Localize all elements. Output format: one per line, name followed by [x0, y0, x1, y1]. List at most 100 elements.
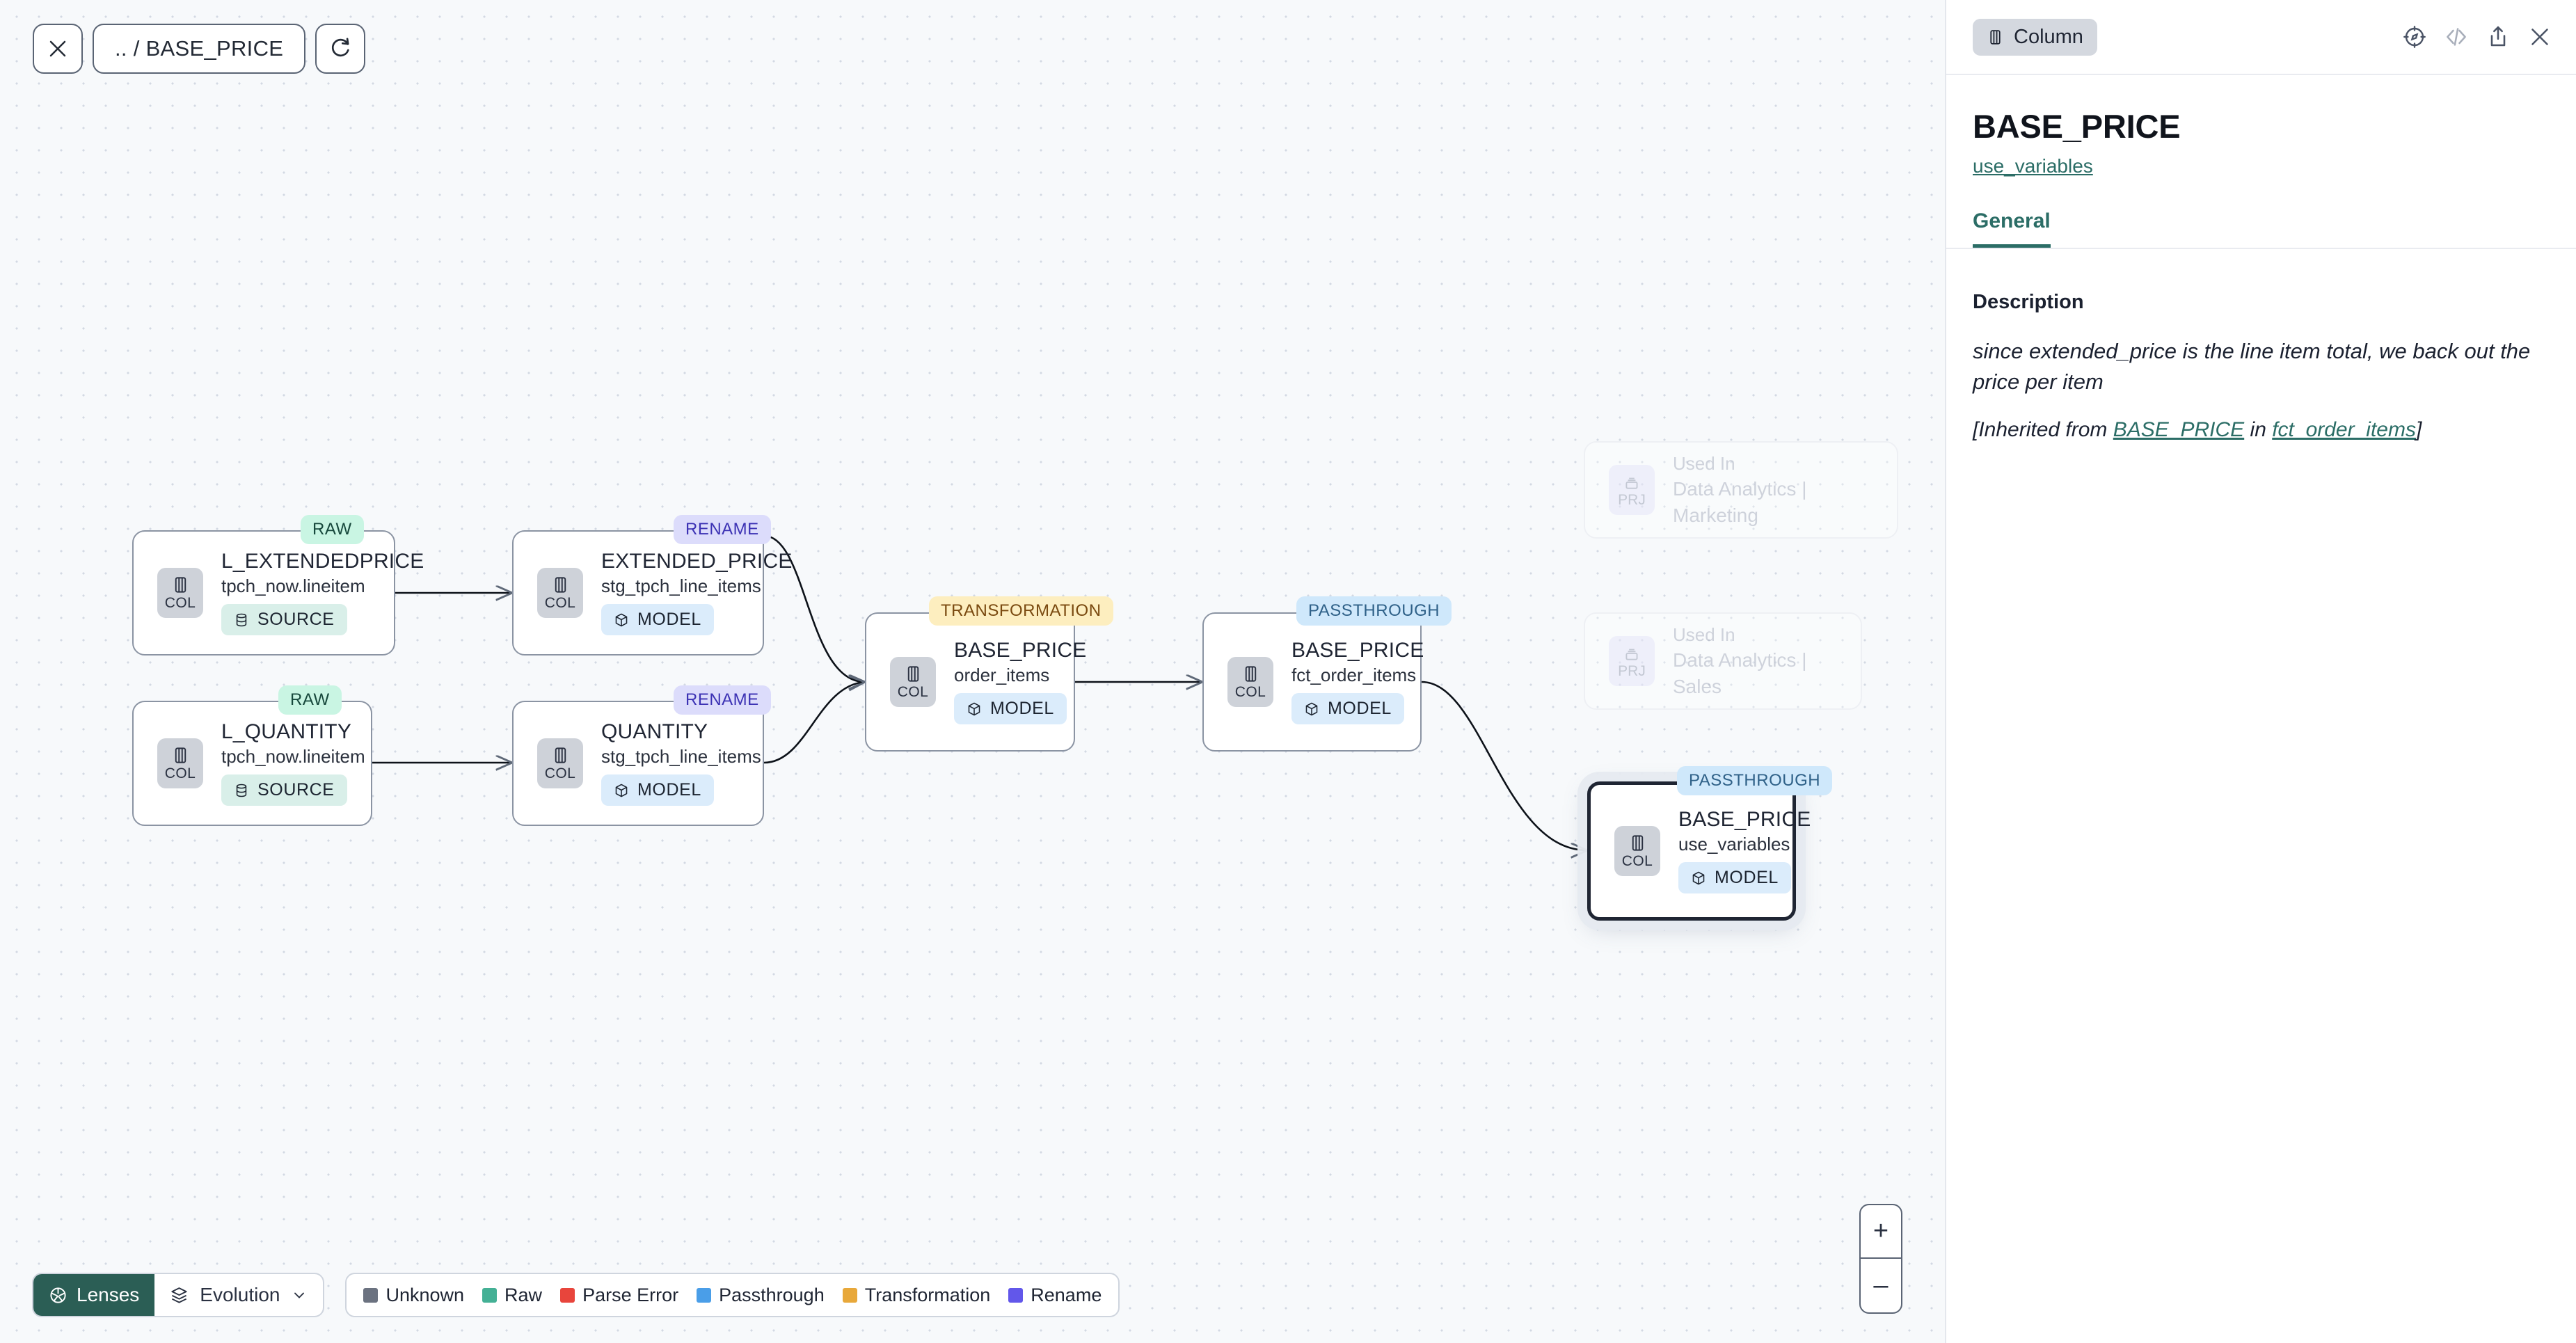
zoom-out-button[interactable]: – [1873, 1271, 1889, 1300]
column-icon [1632, 835, 1643, 851]
legend-swatch [482, 1287, 498, 1303]
node-body: BASE_PRICE use_variables MODEL [1678, 809, 1811, 894]
legend-item-unknown[interactable]: Unknown [363, 1285, 464, 1306]
evolution-dropdown[interactable]: Evolution [154, 1274, 323, 1316]
aperture-icon [50, 1287, 66, 1303]
close-graph-button[interactable] [33, 24, 83, 74]
cube-icon [968, 702, 980, 716]
node-tag-passthrough: PASSTHROUGH [1677, 766, 1833, 795]
legend-item-parse-error[interactable]: Parse Error [560, 1285, 678, 1306]
column-icon [175, 577, 186, 593]
legend-item-transformation[interactable]: Transformation [842, 1285, 990, 1306]
inherited-column-link[interactable]: BASE_PRICE [2113, 418, 2245, 442]
cube-icon [1305, 702, 1318, 716]
node-subtitle: use_variables [1678, 834, 1790, 855]
column-type-badge: COL [157, 738, 203, 788]
graph-node-base-price-order-items[interactable]: COL BASE_PRICE order_items MODEL TRANSFO… [865, 596, 1113, 752]
code-icon [2447, 28, 2466, 46]
node-tag-passthrough: PASSTHROUGH [1296, 596, 1452, 626]
cube-icon [615, 784, 628, 797]
node-subtitle: tpch_now.lineitem [221, 575, 365, 597]
inherited-suffix: ] [2415, 418, 2422, 442]
node-tag-rename: RENAME [674, 515, 771, 544]
entity-kind-badge[interactable]: Column [1973, 18, 2097, 56]
column-type-label: COL [1621, 853, 1653, 869]
node-kind-label: SOURCE [257, 780, 335, 800]
legend-label: Parse Error [582, 1284, 679, 1305]
code-button[interactable] [2444, 24, 2469, 49]
node-tag-label: RAW [312, 520, 352, 539]
lenses-group: Lenses Evolution [32, 1273, 325, 1317]
details-panel: Column [1945, 0, 2576, 1343]
legend-label: Rename [1031, 1284, 1102, 1305]
node-title: BASE_PRICE [1678, 807, 1811, 831]
compass-button[interactable] [2402, 24, 2427, 49]
inherited-note: [Inherited from BASE_PRICE in fct_order_… [1973, 415, 2550, 445]
refresh-button[interactable] [315, 24, 366, 74]
node-tag-rename: RENAME [674, 685, 771, 715]
legend-item-raw[interactable]: Raw [482, 1285, 542, 1306]
database-icon [236, 784, 247, 797]
column-type-label: COL [544, 595, 576, 611]
close-icon [2531, 29, 2548, 45]
node-tag-label: RENAME [685, 520, 759, 539]
node-subtitle: fct_order_items [1291, 665, 1417, 686]
column-type-badge: COL [890, 657, 936, 707]
legend-label: Raw [504, 1284, 543, 1305]
graph-node-l-quantity[interactable]: COL L_QUANTITY tpch_now.lineitem SOURCE … [132, 685, 372, 826]
evolution-label: Evolution [200, 1284, 280, 1305]
project-type-badge: PRJ [1609, 636, 1655, 686]
inherited-model-link[interactable]: fct_order_items [2272, 418, 2416, 442]
parent-model-link[interactable]: use_variables [1973, 155, 2093, 177]
column-type-badge: COL [537, 568, 583, 618]
close-panel-button[interactable] [2527, 24, 2552, 49]
used-in-body: Used In Data Analytics | Sales [1673, 623, 1861, 700]
column-type-label: COL [164, 765, 196, 781]
breadcrumb[interactable]: .. / BASE_PRICE [93, 24, 306, 74]
column-icon [175, 747, 186, 763]
legend-label: Unknown [385, 1284, 465, 1305]
node-tag-raw: RAW [301, 515, 364, 544]
lenses-button[interactable]: Lenses [33, 1274, 155, 1316]
breadcrumb-label: .. / BASE_PRICE [115, 36, 284, 61]
node-subtitle: stg_tpch_line_items [601, 746, 761, 768]
tab-general[interactable]: General [1973, 209, 2051, 248]
node-kind-label: MODEL [1328, 699, 1392, 719]
column-type-label: COL [1234, 684, 1266, 700]
used-in-body: Used In Data Analytics | Marketing [1673, 452, 1897, 529]
node-tag-label: RENAME [685, 690, 759, 709]
node-tag-label: TRANSFORMATION [941, 601, 1102, 620]
node-subtitle: stg_tpch_line_items [601, 575, 761, 597]
page-title: BASE_PRICE [1973, 108, 2181, 145]
share-button[interactable] [2486, 24, 2511, 49]
graph-node-extended-price[interactable]: COL EXTENDED_PRICE stg_tpch_line_items M… [512, 515, 792, 655]
node-body: EXTENDED_PRICE stg_tpch_line_items MODEL [601, 550, 793, 636]
description-text: since extended_price is the line item to… [1973, 339, 2531, 395]
node-tag-raw: RAW [278, 685, 342, 715]
node-title: BASE_PRICE [954, 638, 1087, 662]
canvas-bottom-bar: Lenses Evolution Unknown [32, 1273, 1120, 1317]
lineage-canvas[interactable]: .. / BASE_PRICE COL L_EXTENDEDPRICE tpch… [0, 0, 1945, 1343]
graph-node-l-extendedprice[interactable]: COL L_EXTENDEDPRICE tpch_now.lineitem SO… [132, 515, 424, 655]
used-in-card-sales[interactable]: PRJ Used In Data Analytics | Sales [1584, 612, 1862, 710]
node-subtitle: order_items [954, 665, 1050, 686]
details-panel-header: Column [1946, 0, 2576, 75]
node-kind-badge: MODEL [1291, 693, 1404, 725]
graph-node-base-price-use-variables[interactable]: COL BASE_PRICE use_variables MODEL PASST… [1587, 766, 1833, 921]
graph-node-base-price-fct-order-items[interactable]: COL BASE_PRICE fct_order_items MODEL PAS… [1202, 596, 1452, 752]
description-heading: Description [1973, 291, 2084, 313]
legend-item-passthrough[interactable]: Passthrough [697, 1285, 825, 1306]
node-tag-label: PASSTHROUGH [1689, 771, 1821, 790]
column-icon [555, 747, 566, 763]
column-icon [1990, 29, 2001, 45]
zoom-in-button[interactable]: + [1861, 1205, 1901, 1259]
entity-kind-label: Column [2014, 25, 2083, 48]
used-in-label: Used In [1673, 623, 1735, 645]
node-body: BASE_PRICE order_items MODEL [954, 639, 1086, 725]
legend-swatch [697, 1287, 712, 1303]
used-in-card-marketing[interactable]: PRJ Used In Data Analytics | Marketing [1584, 441, 1898, 539]
graph-node-quantity[interactable]: COL QUANTITY stg_tpch_line_items MODEL R… [512, 685, 771, 826]
node-kind-label: MODEL [1715, 868, 1779, 888]
legend: Unknown Raw Parse Error Passthrough Tran… [345, 1273, 1120, 1317]
legend-item-rename[interactable]: Rename [1008, 1285, 1102, 1306]
